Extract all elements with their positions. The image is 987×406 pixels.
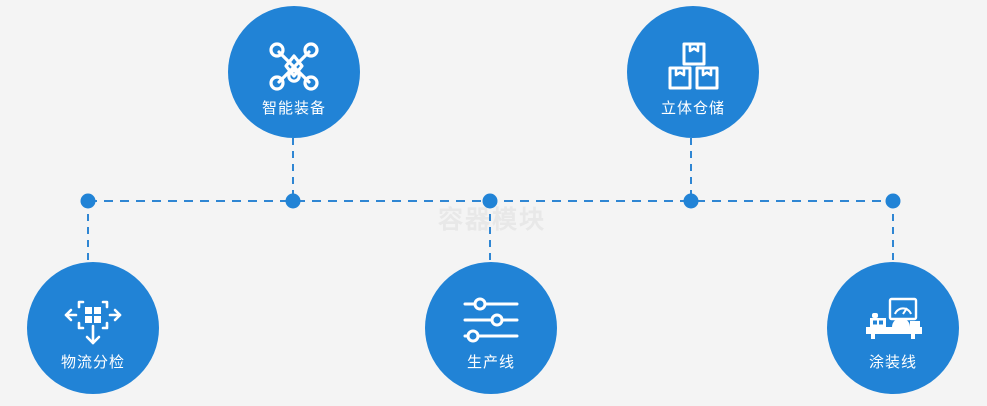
- stacked-boxes-icon: [666, 35, 720, 97]
- node-label-smart-equipment: 智能装备: [261, 99, 326, 117]
- industrial-monitor-icon: [862, 289, 924, 351]
- junction-dot-logistics-sorting[interactable]: [80, 193, 96, 209]
- sliders-icon: [462, 289, 520, 351]
- node-label-production-line: 生产线: [466, 353, 515, 371]
- network-nodes-icon: [266, 35, 322, 97]
- junction-dot-stereo-warehouse[interactable]: [683, 193, 699, 209]
- node-production-line[interactable]: 生产线: [425, 262, 557, 394]
- junction-dot-production-line[interactable]: [482, 193, 498, 209]
- junction-dot-coating-line[interactable]: [885, 193, 901, 209]
- node-smart-equipment[interactable]: 智能装备: [228, 6, 360, 138]
- node-label-logistics-sorting: 物流分检: [60, 353, 125, 371]
- junction-dot-smart-equipment[interactable]: [285, 193, 301, 209]
- node-coating-line[interactable]: 涂装线: [827, 262, 959, 394]
- node-label-coating-line: 涂装线: [868, 353, 917, 371]
- node-logistics-sorting[interactable]: 物流分检: [27, 262, 159, 394]
- node-label-stereo-warehouse: 立体仓储: [660, 99, 725, 117]
- sorting-arrows-icon: [64, 289, 122, 351]
- node-stereo-warehouse[interactable]: 立体仓储: [627, 6, 759, 138]
